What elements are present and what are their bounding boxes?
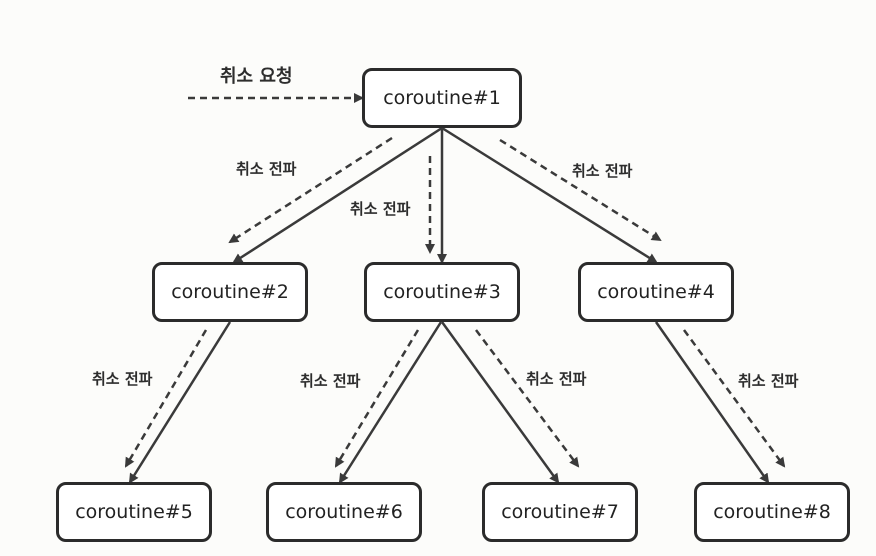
coroutine-5-node: coroutine#5 xyxy=(56,482,212,542)
coroutine-4-node: coroutine#4 xyxy=(578,262,734,322)
coroutine-6-node: coroutine#6 xyxy=(266,482,422,542)
propagate-label-2-5: 취소 전파 xyxy=(92,370,153,388)
edge-3-7 xyxy=(440,321,560,484)
edge-1-2 xyxy=(232,126,443,264)
propagate-arrow-4-8 xyxy=(682,329,786,468)
coroutine-8-node: coroutine#8 xyxy=(694,482,850,542)
propagate-label-1-3: 취소 전파 xyxy=(350,200,411,218)
coroutine-3-node: coroutine#3 xyxy=(364,262,520,322)
cancel-request-label: 취소 요청 xyxy=(220,66,293,87)
propagate-label-1-2: 취소 전파 xyxy=(236,160,297,178)
propagate-arrow-3-6 xyxy=(334,329,420,468)
propagate-label-4-8: 취소 전파 xyxy=(738,372,799,390)
edge-3-6 xyxy=(338,321,443,484)
propagate-arrow-2-5 xyxy=(124,329,208,468)
coroutine-7-node: coroutine#7 xyxy=(482,482,638,542)
propagate-label-3-7: 취소 전파 xyxy=(526,370,587,388)
propagate-arrow-1-4 xyxy=(499,138,662,242)
propagate-arrow-3-7 xyxy=(475,329,580,468)
propagate-label-3-6: 취소 전파 xyxy=(300,372,361,390)
edge-2-5 xyxy=(128,321,232,484)
propagate-label-1-4: 취소 전파 xyxy=(572,162,633,180)
coroutine-1-node: coroutine#1 xyxy=(362,68,522,128)
edge-1-4 xyxy=(441,126,658,264)
propagate-arrow-1-2 xyxy=(228,136,393,244)
edge-4-8 xyxy=(654,321,770,484)
coroutine-2-node: coroutine#2 xyxy=(152,262,308,322)
